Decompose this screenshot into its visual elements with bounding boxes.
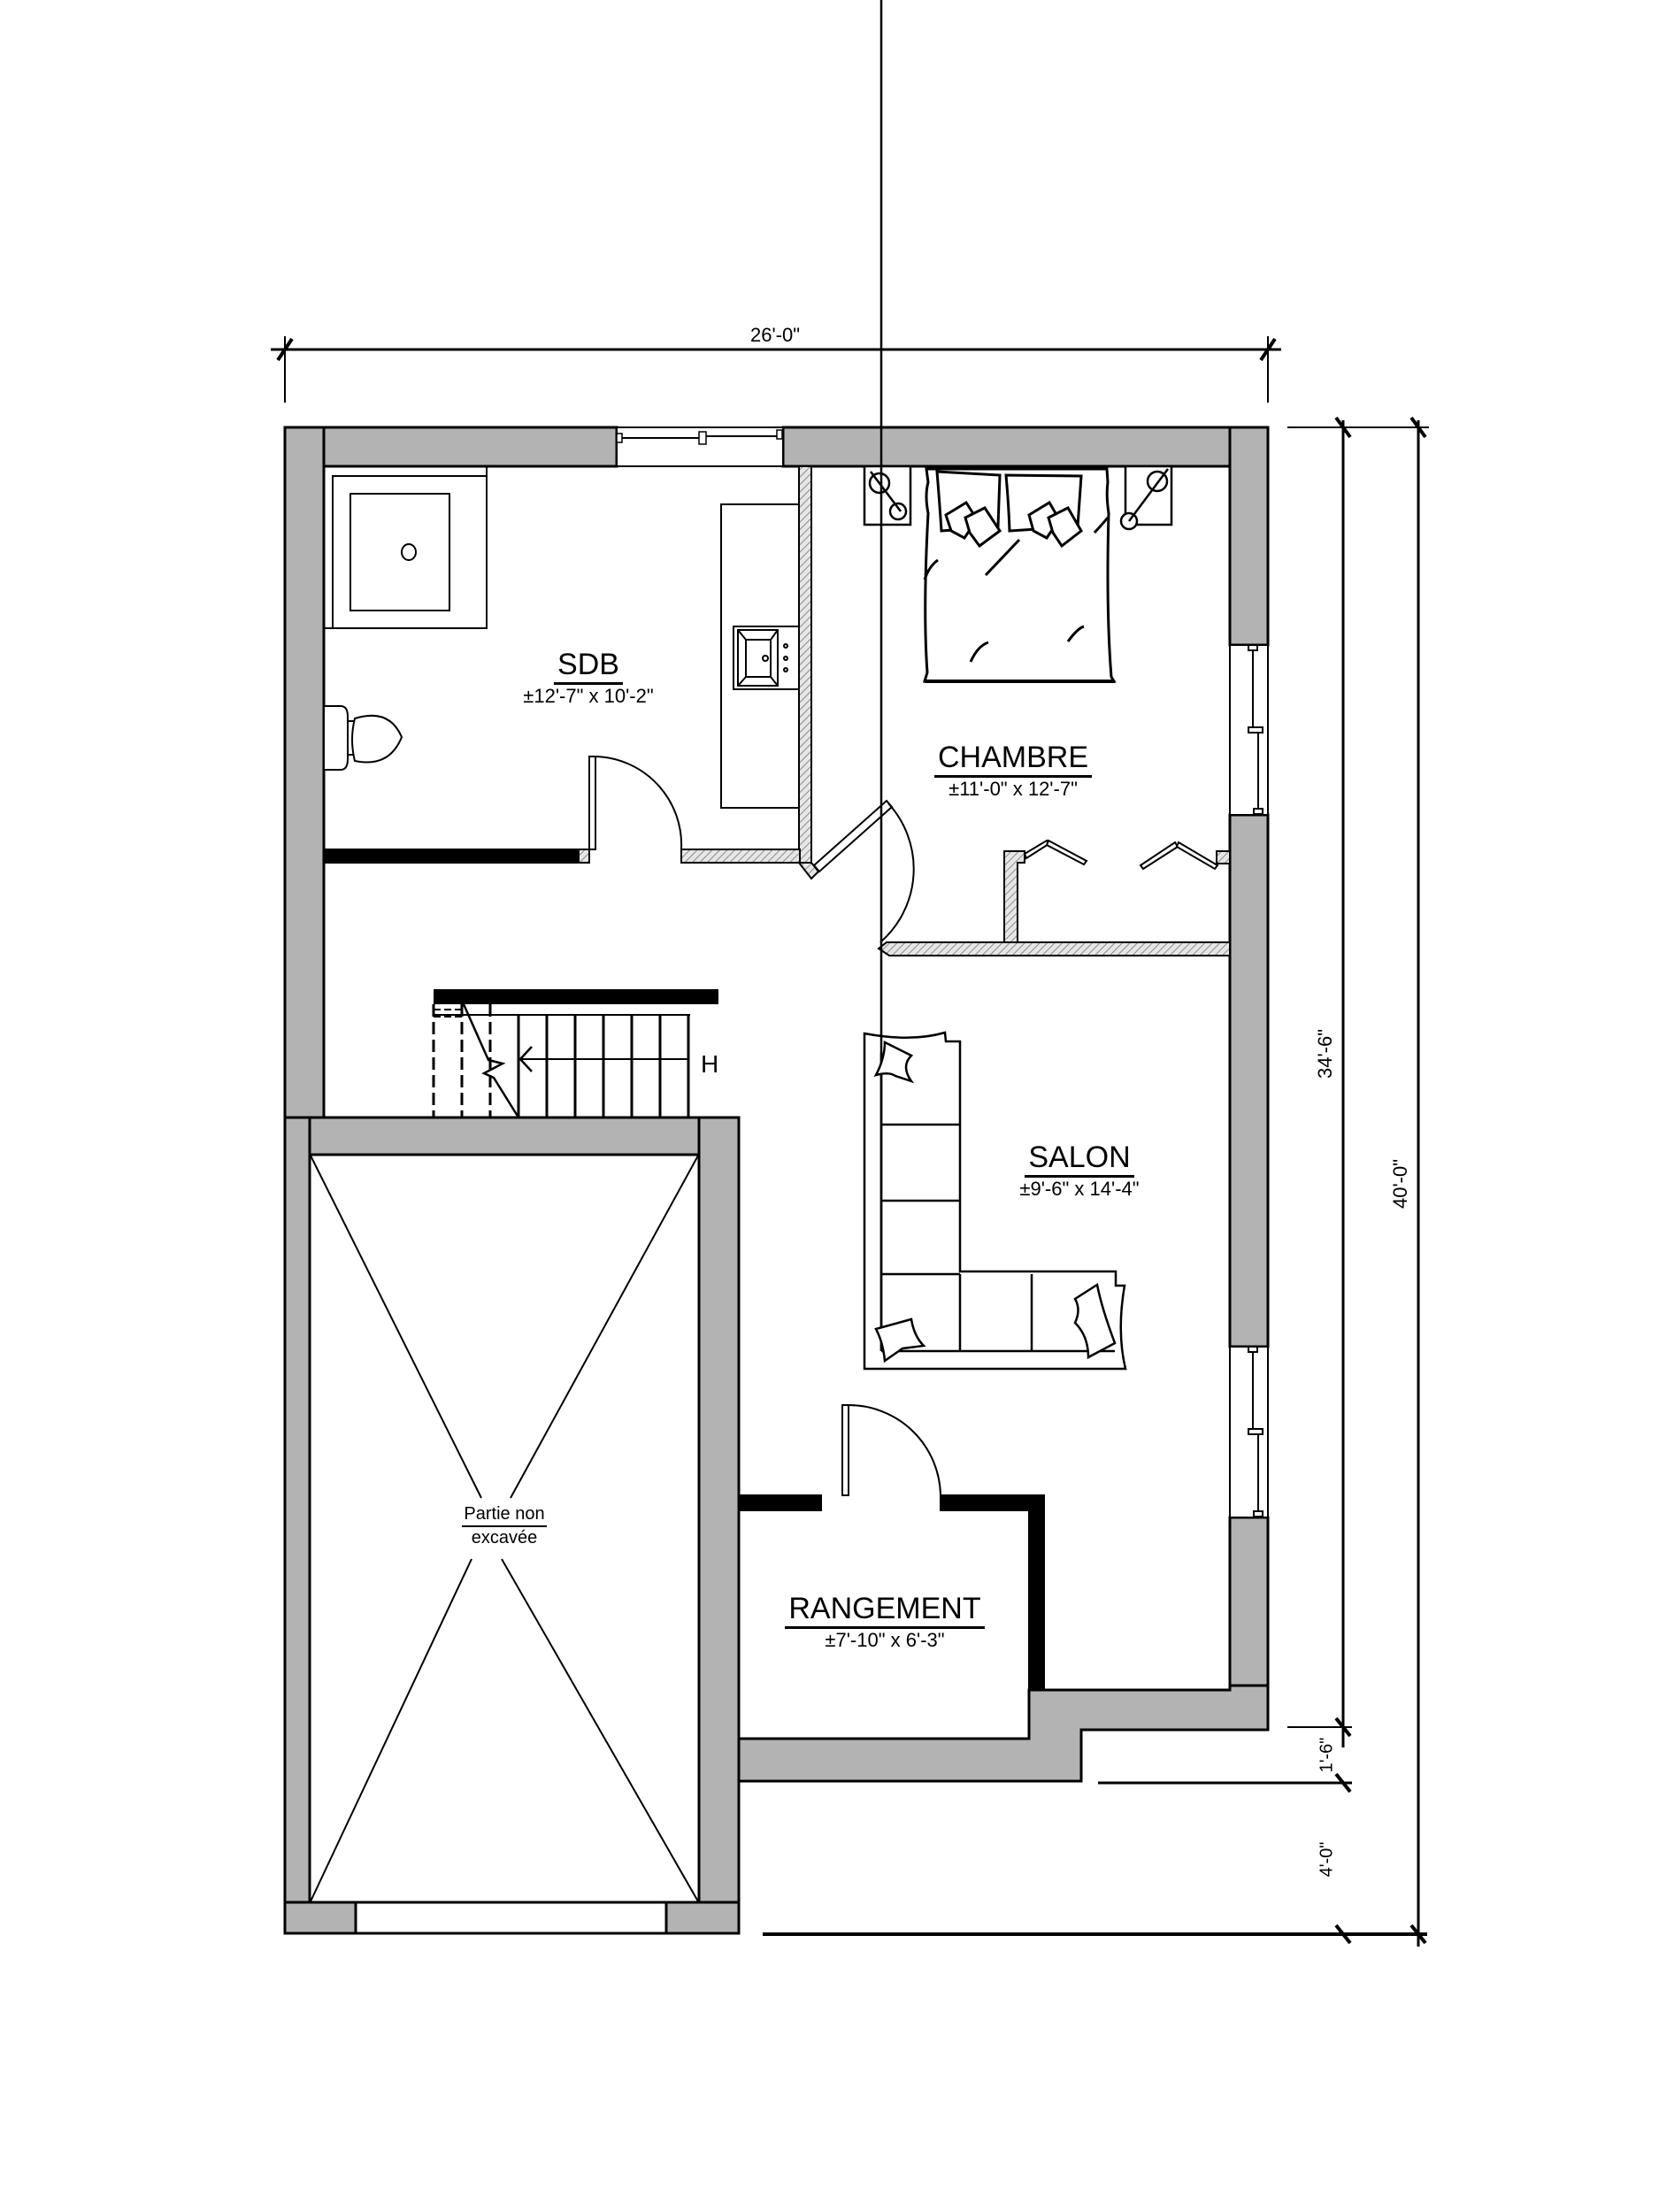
room-name: RANGEMENT xyxy=(785,1593,985,1629)
dimension-rear-label: 4'-0" xyxy=(1317,1841,1337,1878)
sofa-icon xyxy=(863,0,1127,1371)
room-size: ±11'-0" x 12'-7" xyxy=(949,778,1078,800)
room-size: ±9'-6" x 14'-4" xyxy=(1019,1178,1140,1200)
dimension-width xyxy=(271,336,1281,403)
toilet-icon xyxy=(323,705,403,771)
bed-icon xyxy=(922,467,1117,683)
unexcavated-line1: Partie non xyxy=(462,1504,547,1527)
unexcavated-label: Partie non excavée xyxy=(434,1504,575,1548)
door-sdb[interactable] xyxy=(588,756,683,850)
dimension-width-label: 26'-0" xyxy=(750,324,801,346)
room-label-sdb: SDB ±12'-7" x 10'-2" xyxy=(478,649,699,708)
room-label-chambre: CHAMBRE ±11'-0" x 12'-7" xyxy=(902,741,1124,801)
room-name: SDB xyxy=(554,649,623,685)
room-name: SALON xyxy=(1025,1141,1134,1178)
door-closet-bifold[interactable] xyxy=(1023,839,1219,871)
nightstand-right-icon xyxy=(1119,465,1173,531)
dimension-overall-depth-label: 40'-0" xyxy=(1389,1158,1412,1210)
room-label-rangement: RANGEMENT ±7'-10" x 6'-3" xyxy=(761,1593,1009,1652)
nightstand-left-icon xyxy=(863,465,912,526)
room-label-salon: SALON ±9'-6" x 14'-4" xyxy=(969,1141,1190,1201)
window-salon xyxy=(1229,1346,1269,1518)
dimension-depth xyxy=(763,416,1429,1947)
interior-walls xyxy=(323,465,1231,1739)
dimension-step-label: 1'-6" xyxy=(1317,1737,1337,1773)
window-top xyxy=(616,426,784,467)
stair-direction-label: H xyxy=(701,1050,718,1078)
shower-icon xyxy=(323,465,488,629)
room-size: ±12'-7" x 10'-2" xyxy=(523,685,654,707)
vanity-icon xyxy=(720,503,800,809)
unexcavated-area xyxy=(308,1153,701,1904)
room-size: ±7'-10" x 6'-3" xyxy=(825,1629,945,1651)
window-chambre xyxy=(1229,644,1269,816)
stairs[interactable] xyxy=(432,989,718,1118)
room-name: CHAMBRE xyxy=(933,741,1093,778)
door-rangement[interactable] xyxy=(841,1404,941,1496)
dimension-interior-depth-label: 34'-6" xyxy=(1314,1028,1337,1079)
door-chambre[interactable] xyxy=(812,799,915,943)
unexcavated-line2: excavée xyxy=(471,1528,538,1548)
